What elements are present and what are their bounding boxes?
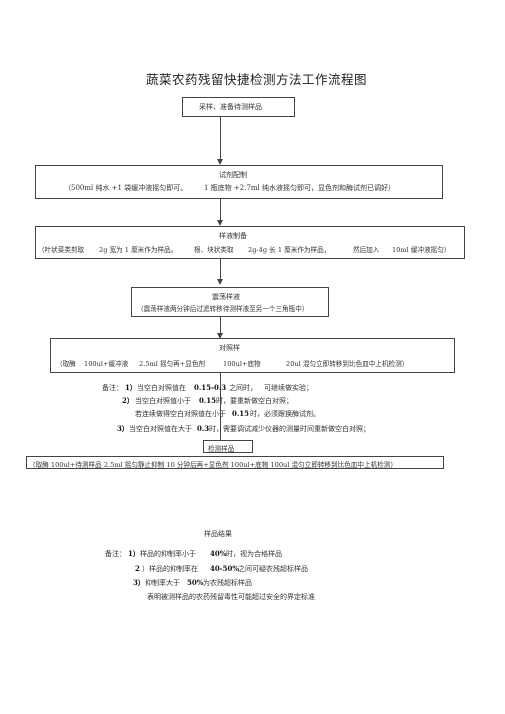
notes1-line1-d: 可继续做实验； <box>264 384 313 392</box>
notes1-number-1: 1） <box>125 383 137 392</box>
step-sample-prep-detail-a: （叶状菜类剪取 <box>38 246 85 254</box>
step-control-label: 对照样 <box>219 344 240 352</box>
arrow-head-1 <box>217 159 223 165</box>
step-sample-prep-detail-f: 10ml 缓冲液摇匀） <box>392 246 451 254</box>
step-control-detail-c: 2.5ml 摇匀再+显色剂 <box>139 360 206 368</box>
arrow-head-4 <box>217 333 223 339</box>
notes1-line2-sub-value: 0.15 <box>232 409 250 418</box>
step-control-detail-b: 100ul+缓冲液 <box>84 360 129 368</box>
notes1-line3-c: 时，需要调试减少仪器的测量时间重新做空白对照； <box>209 425 370 433</box>
step-shake-detail: （震荡样液两分钟后过滤转移待测样液至另一个三角瓶中） <box>137 305 309 313</box>
notes2-number-3: 3） <box>133 578 145 587</box>
step-control-detail-e: 20ul 混匀立即转移到比色皿中上机检测） <box>286 360 409 368</box>
step-control-detail-a: （取酶 <box>56 360 76 368</box>
step-test-sample-box: 检测样品 <box>203 440 253 453</box>
notes1-line2-a: 当空白对照值小于 <box>135 397 191 405</box>
step-shake-label: 震荡样液 <box>212 293 240 301</box>
notes1-number-2: 2） <box>122 396 134 405</box>
notes1-line2-sub-a: 若连续做得空白对照值在小于 <box>135 410 226 418</box>
arrow-line-2 <box>220 199 221 221</box>
notes2-line2-value: 40-50% <box>210 564 240 573</box>
notes2-line3-a: 抑制率大于 <box>145 579 180 587</box>
step-reagent-detail-a: （500ml 纯水 +1 袋缓冲液摇匀即可。 <box>64 184 188 192</box>
notes1-line2-sub-c: 时，必须跟换酶试剂。 <box>250 410 320 418</box>
step-sample-prep-detail-e: 然后加入 <box>353 246 380 254</box>
step-sample-prep-detail-c: 根、块状类取 <box>194 246 234 254</box>
step-reagent-box: 试剂配制 （500ml 纯水 +1 袋缓冲液摇匀即可。 1 瓶底物 +2.7ml… <box>35 165 443 199</box>
arrow-line-1 <box>220 117 221 159</box>
step-control-detail-d: 100ul+底物 <box>223 360 261 368</box>
step-sample-prep-box: 样液制备 （叶状菜类剪取 2g 宽为 1 厘米作为样品。 根、块状类取 2g-4… <box>35 226 465 259</box>
step-sampling-label: 采样、准备待测样品 <box>199 103 262 111</box>
step-sample-prep-label: 样液制备 <box>219 232 247 240</box>
step-reagent-detail-b: 1 瓶底物 +2.7ml 纯水液摇匀即可，显色剂和酶试剂已调好） <box>204 184 396 192</box>
notes2-prefix: 备注： <box>105 550 126 558</box>
notes1-number-3: 3） <box>117 424 129 433</box>
notes2-line1-a: 样品的抑制率小于 <box>140 550 196 558</box>
step-sample-prep-detail-d: 2g-4g 长 1 厘米作为样品， <box>248 246 331 254</box>
arrow-head-3 <box>217 279 223 285</box>
step-shake-box: 震荡样液 （震荡样液两分钟后过滤转移待测样液至另一个三角瓶中） <box>131 287 329 317</box>
step-sample-prep-detail-b: 2g 宽为 1 厘米作为样品。 <box>99 246 178 254</box>
notes2-line2-a: ）样品的抑制率在 <box>142 565 198 573</box>
notes1-line1-value: 0.15-0.3 <box>194 383 227 392</box>
notes1-line3-a: 当空白对照值在大于 <box>129 425 192 433</box>
arrow-line-3 <box>220 259 221 279</box>
notes2-line1-c: 时，视为合格样品 <box>226 550 282 558</box>
notes1-line1-c: 之间时， <box>229 384 257 392</box>
arrow-head-2 <box>217 220 223 226</box>
notes1-line3-value: 0.3 <box>197 424 210 433</box>
arrow-line-4 <box>220 317 221 334</box>
notes1-line1-a: 当空白对照值在 <box>137 384 186 392</box>
notes1-line2-c: 时，要重新做空白对照； <box>216 397 293 405</box>
step-test-sample-detail: （取酶 100ul+待测样品 2.5ml 摇匀静止抑制 10 分钟后再+显色剂 … <box>29 461 397 469</box>
step-reagent-label: 试剂配制 <box>219 171 247 179</box>
notes2-line4: 表明被测样品的农药残留毒性可能超过安全的界定标准 <box>147 593 315 601</box>
notes2-number-2: 2 <box>135 564 140 573</box>
notes2-line1-value: 40% <box>210 549 227 558</box>
result-label: 样品结果 <box>204 530 232 538</box>
notes2-line3-c: 为农残超标样品 <box>203 579 252 587</box>
step-test-sample-detail-box: （取酶 100ul+待测样品 2.5ml 摇匀静止抑制 10 分钟后再+显色剂 … <box>26 456 444 469</box>
notes2-line2-c: 之间可疑农残超标样品 <box>238 565 308 573</box>
notes1-prefix: 备注： <box>102 384 123 392</box>
notes1-line2-value: 0.15 <box>199 396 217 405</box>
notes2-number-1: 1） <box>128 549 140 558</box>
step-sampling-box: 采样、准备待测样品 <box>182 97 295 117</box>
step-test-sample-label: 检测样品 <box>208 445 235 453</box>
step-control-box: 对照样 （取酶 100ul+缓冲液 2.5ml 摇匀再+显色剂 100ul+底物… <box>50 338 455 373</box>
page-title: 蔬菜农药残留快捷检测方法工作流程图 <box>146 72 368 87</box>
notes2-line3-value: 50% <box>187 578 204 587</box>
arrow-line-5 <box>220 373 221 443</box>
